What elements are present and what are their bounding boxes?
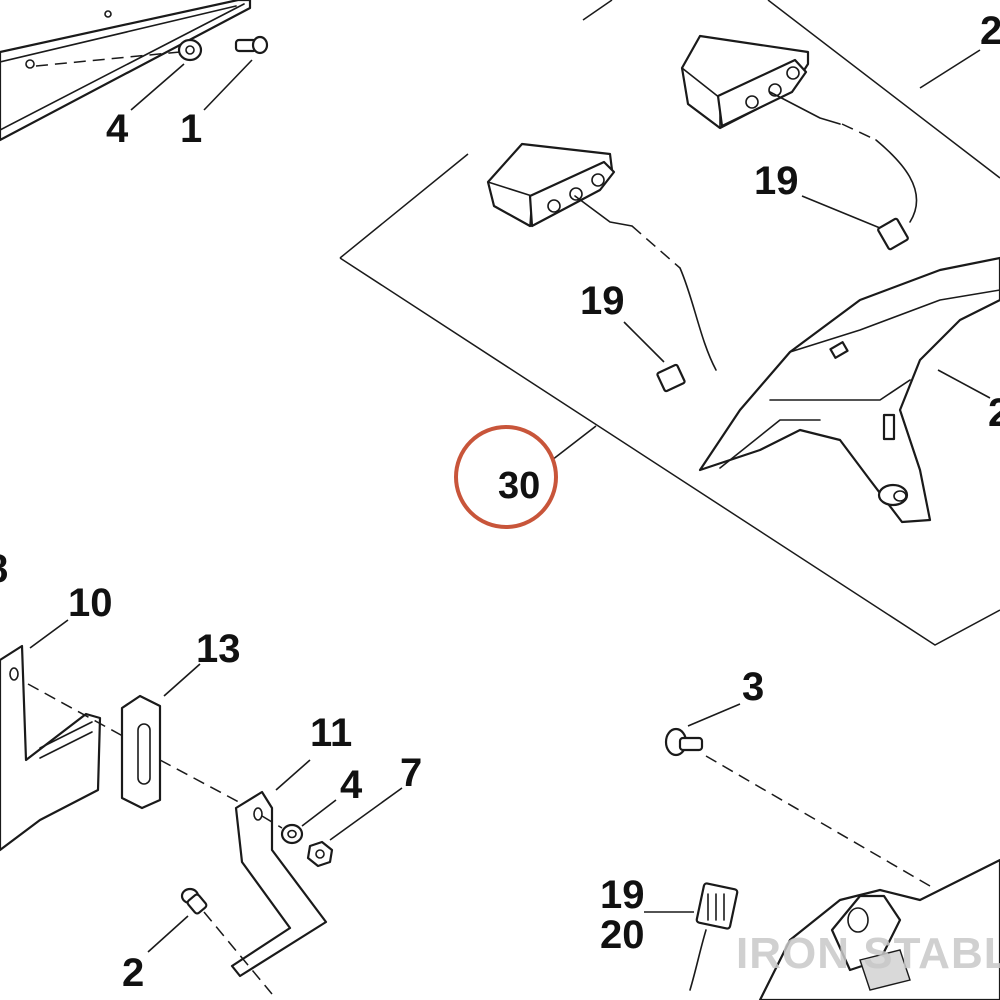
wire-dash-lower	[631, 225, 681, 269]
leader-19-lower	[623, 321, 665, 363]
leader-4-top	[130, 63, 185, 111]
callout-11: 11	[310, 711, 352, 755]
leader-30	[551, 425, 597, 461]
callout-2-mid-right: 2	[988, 391, 1000, 435]
lamp-lower	[486, 142, 633, 228]
leader-11	[275, 759, 311, 791]
dash-10-to-13	[27, 683, 131, 741]
lamp-upper	[680, 34, 841, 130]
leader-1	[203, 59, 253, 111]
connector-upper	[877, 217, 909, 251]
screw-part-1	[234, 35, 269, 55]
kit-frame-outline	[339, 0, 1000, 646]
slotted-plate-part-13	[120, 694, 162, 810]
wire-dash-upper	[841, 123, 877, 141]
dash-bolt-3	[705, 755, 931, 887]
callout-19-bottom: 19	[600, 873, 645, 917]
connector-part-19-20	[689, 882, 739, 991]
bracket-part-10	[0, 644, 102, 852]
fender-bracket	[698, 256, 1000, 524]
wire-lower	[679, 267, 717, 371]
callout-2-top-right: 2	[980, 9, 1000, 53]
lower-right-frame-part	[758, 858, 1000, 1000]
leader-10	[29, 619, 69, 649]
wire-upper	[875, 139, 918, 223]
callout-20: 20	[600, 913, 645, 957]
leader-7	[329, 787, 403, 841]
dash-13-to-11	[159, 759, 251, 809]
callout-1: 1	[180, 107, 202, 151]
nut-part-7	[306, 840, 334, 868]
bolt-part-3	[664, 727, 704, 757]
connector-lower	[656, 363, 686, 393]
callout-19-upper: 19	[754, 159, 799, 203]
callout-3: 3	[742, 665, 764, 709]
washer-part-4-top	[177, 38, 203, 62]
leader-13	[163, 663, 201, 697]
leader-3	[687, 703, 741, 727]
watermark-text: IRON STABLE	[736, 929, 1000, 978]
callout-7: 7	[400, 751, 422, 795]
leader-2-bottom	[147, 915, 189, 953]
top-left-bracket-strip	[0, 0, 252, 142]
leader-4-mid	[301, 799, 337, 827]
dash-11-to-washer	[261, 815, 283, 829]
callout-10: 10	[68, 581, 113, 625]
callout-8-partial: 8	[0, 547, 8, 591]
angle-bracket-part-11	[230, 790, 328, 978]
callout-4-mid: 4	[340, 763, 363, 807]
leader-2-mid-right	[937, 369, 991, 399]
leader-2-top-right	[919, 49, 981, 89]
callout-19-lower: 19	[580, 279, 625, 323]
callout-30: 30	[498, 465, 540, 507]
callout-2-bottom: 2	[122, 951, 144, 995]
washer-part-4-mid	[280, 823, 304, 845]
callout-13: 13	[196, 627, 241, 671]
highlight-circle-30	[454, 425, 558, 529]
top-left-dash-line	[35, 51, 181, 67]
screw-part-2-bottom	[180, 887, 208, 915]
callout-4-top: 4	[106, 107, 129, 151]
leader-19-upper	[801, 195, 881, 229]
